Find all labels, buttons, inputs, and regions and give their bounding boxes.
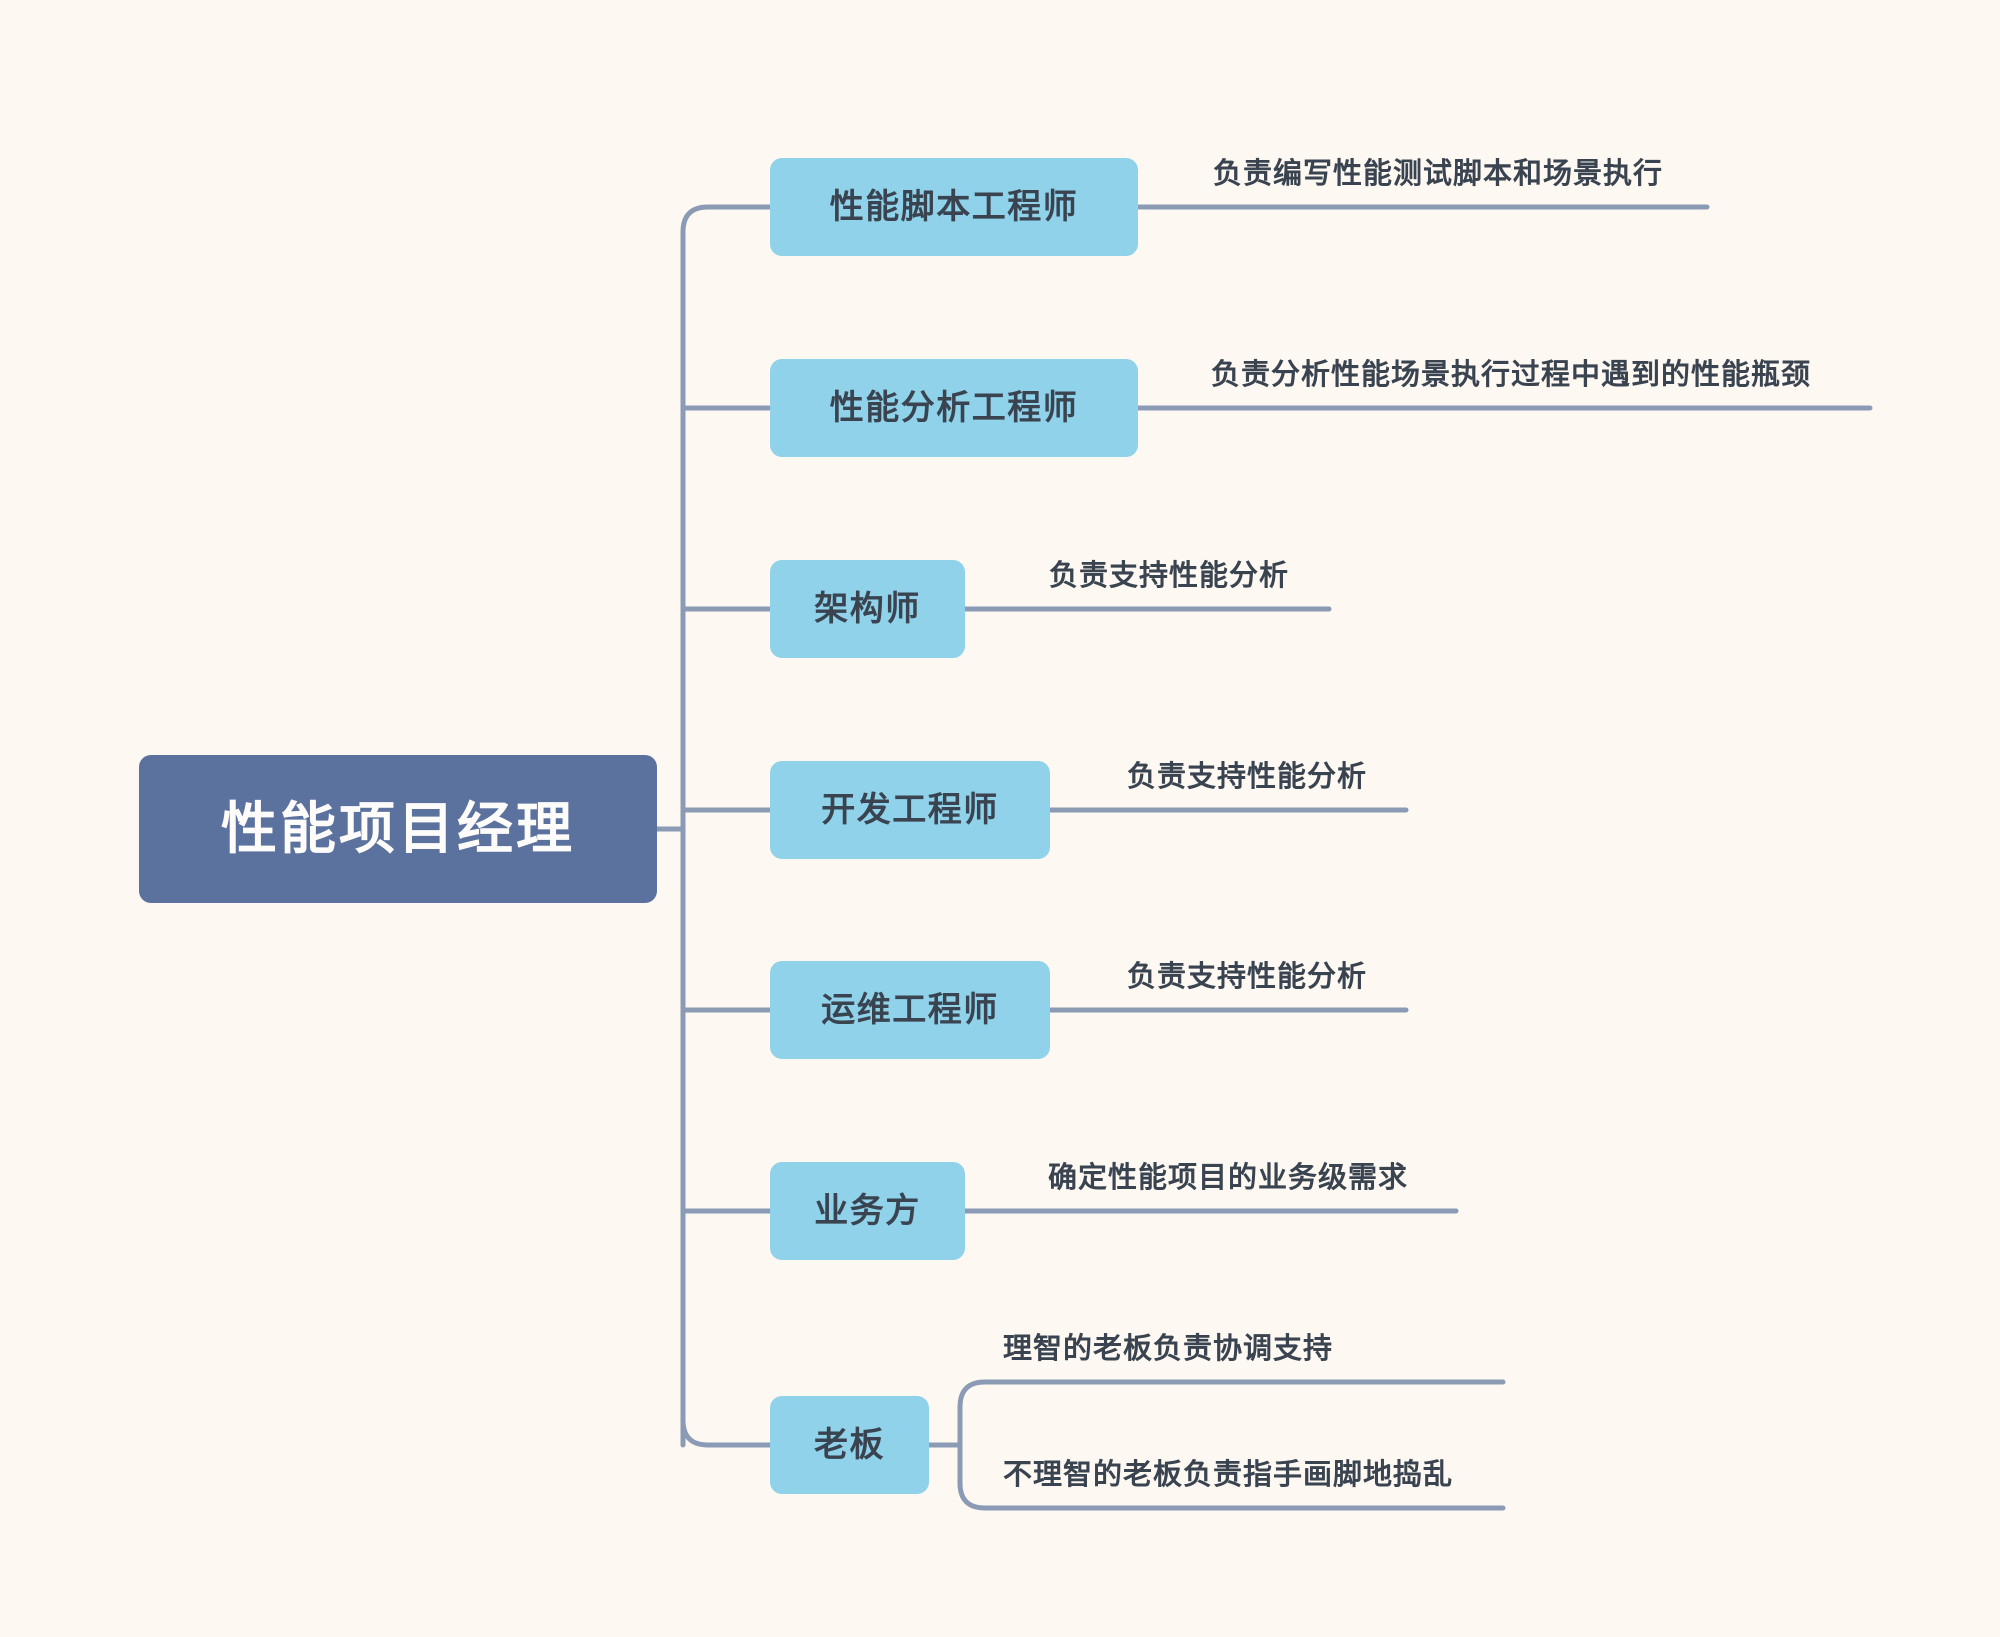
branch-node-label: 性能脚本工程师	[829, 188, 1079, 226]
branch-node-label: 架构师	[814, 590, 921, 628]
leaf-text-business-side-duty[interactable]: 确定性能项目的业务级需求	[1048, 1162, 1409, 1194]
branch-node-performance-analysis-engineer[interactable]: 性能分析工程师	[770, 359, 1138, 457]
branch-node-label: 开发工程师	[821, 791, 999, 829]
leaf-wire-7-1	[957, 1379, 1506, 1410]
branch-node-operations-engineer[interactable]: 运维工程师	[770, 961, 1050, 1059]
root-node[interactable]: 性能项目经理	[139, 755, 657, 903]
branch-node-label: 性能分析工程师	[829, 389, 1079, 427]
leaf-text-analysis-engineer-duty[interactable]: 负责分析性能场景执行过程中遇到的性能瓶颈	[1211, 359, 1812, 391]
leaf-text-script-engineer-duty[interactable]: 负责编写性能测试脚本和场景执行	[1213, 158, 1664, 190]
elbow-line-7	[680, 1417, 773, 1448]
leaf-text-architect-duty[interactable]: 负责支持性能分析	[1049, 560, 1290, 592]
branch-node-architect[interactable]: 架构师	[770, 560, 965, 658]
elbow-line-1	[680, 204, 773, 235]
branch-node-business-side[interactable]: 业务方	[770, 1162, 965, 1260]
branch-node-boss[interactable]: 老板	[770, 1396, 929, 1494]
branch-node-performance-script-engineer[interactable]: 性能脚本工程师	[770, 158, 1138, 256]
leaf-text-irrational-boss-duty[interactable]: 不理智的老板负责指手画脚地捣乱	[1003, 1459, 1454, 1491]
leaf-text-rational-boss-duty[interactable]: 理智的老板负责协调支持	[1003, 1333, 1334, 1365]
branch-node-label: 运维工程师	[821, 991, 999, 1029]
leaf-text-development-engineer-duty[interactable]: 负责支持性能分析	[1127, 761, 1368, 793]
branch-node-development-engineer[interactable]: 开发工程师	[770, 761, 1050, 859]
branch-node-label: 老板	[814, 1426, 885, 1464]
branch-node-label: 业务方	[814, 1192, 921, 1230]
root-node-label: 性能项目经理	[221, 797, 575, 860]
leaf-text-operations-engineer-duty[interactable]: 负责支持性能分析	[1127, 961, 1368, 993]
